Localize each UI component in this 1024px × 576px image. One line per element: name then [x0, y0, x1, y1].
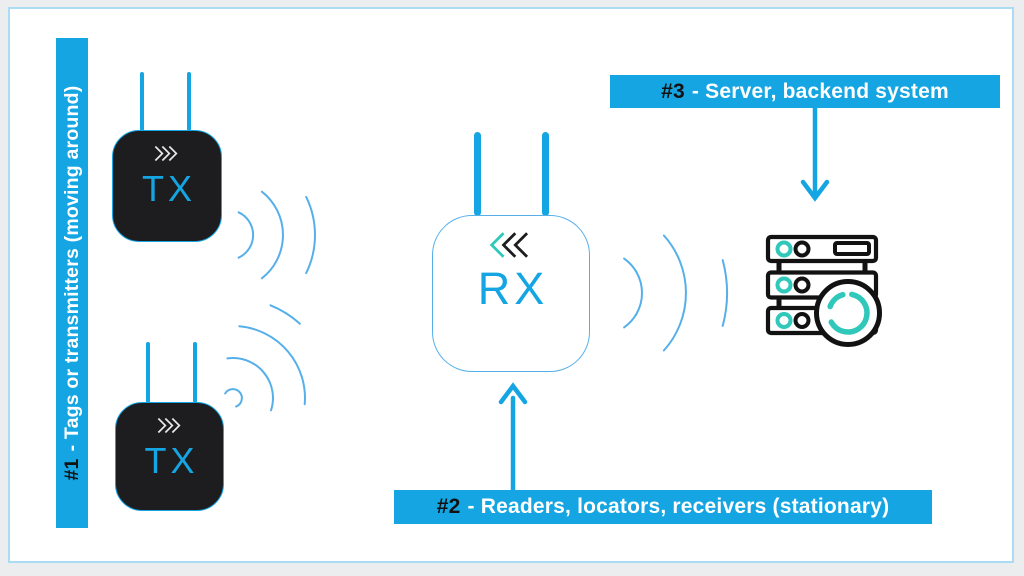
label-tags-number: #1: [60, 458, 83, 481]
antenna-icon: [193, 342, 197, 403]
rx-device-body: RX: [432, 215, 590, 372]
chevrons-right-icon: [154, 145, 178, 162]
label-tags: #1 - Tags or transmitters (moving around…: [56, 38, 88, 528]
arrow-down-icon: [800, 106, 830, 202]
server-icon: [765, 234, 882, 347]
label-tags-inner: #1 - Tags or transmitters (moving around…: [56, 38, 88, 528]
label-server: #3 - Server, backend system: [610, 75, 1000, 108]
label-server-number: #3: [661, 79, 685, 103]
antenna-icon: [187, 72, 191, 131]
label-readers-text: - Readers, locators, receivers (stationa…: [467, 495, 890, 518]
signal-waves-icon: [623, 234, 729, 352]
label-tags-text: - Tags or transmitters (moving around): [60, 85, 83, 452]
tx-device-2-body: TX: [115, 402, 224, 511]
tx-device-1-body: TX: [112, 130, 222, 242]
tx2-label: TX: [144, 440, 199, 481]
chevrons-left-icon: [489, 232, 529, 258]
arrow-up-icon: [498, 382, 528, 490]
signal-waves-icon: [237, 190, 316, 280]
signal-waves-icon: [224, 304, 306, 412]
antenna-icon: [474, 132, 481, 216]
label-readers-number: #2: [436, 495, 461, 518]
rx-label: RX: [477, 263, 549, 314]
tx1-label: TX: [141, 168, 196, 209]
antenna-icon: [140, 72, 144, 131]
chevrons-right-icon: [157, 417, 181, 434]
antenna-icon: [146, 342, 150, 403]
antenna-icon: [542, 132, 549, 216]
label-server-text: - Server, backend system: [691, 79, 949, 103]
label-readers: #2 - Readers, locators, receivers (stati…: [394, 490, 932, 524]
